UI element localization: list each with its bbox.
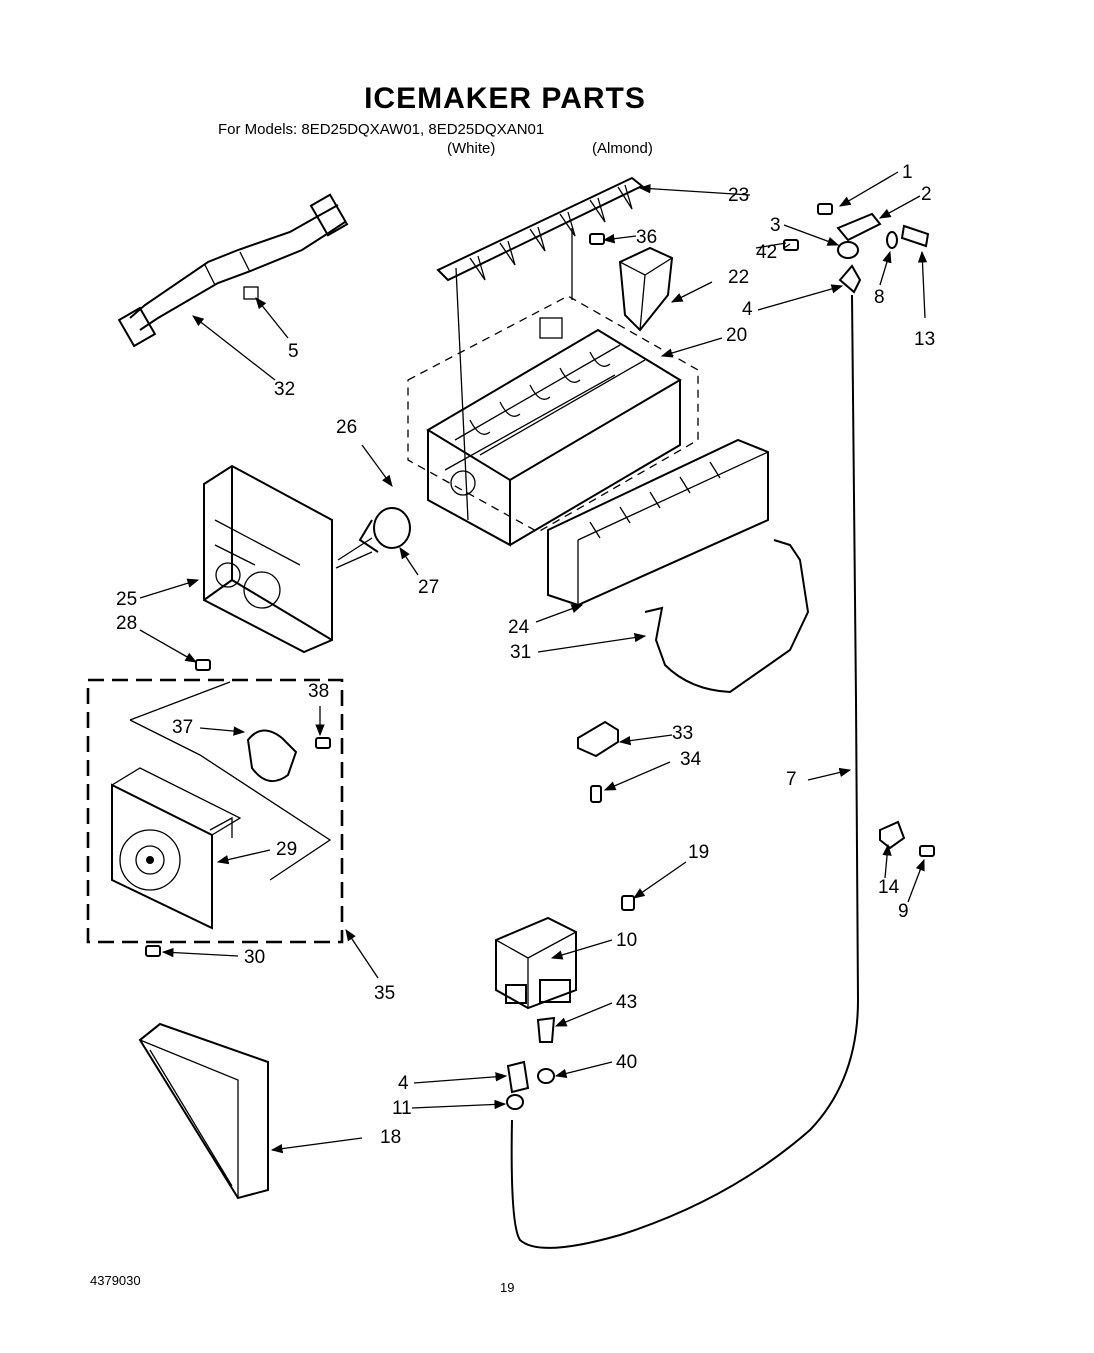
callout-37: 37	[172, 717, 194, 738]
screws	[145, 203, 935, 957]
leader-lines	[139, 171, 928, 1154]
document-number: 4379030	[90, 1273, 141, 1288]
bracket-part	[577, 720, 619, 758]
callout-42: 42	[756, 242, 778, 263]
ice-stripper-part	[547, 438, 769, 607]
motor-part	[337, 507, 411, 561]
ice-mold-part	[426, 317, 682, 547]
ice-bin-part	[138, 1022, 269, 1200]
callout-31: 31	[510, 642, 532, 663]
callout-27: 27	[418, 577, 440, 598]
callout-5: 5	[288, 341, 299, 362]
callout-7: 7	[786, 769, 797, 790]
callout-10: 10	[616, 930, 638, 951]
callout-34: 34	[680, 749, 702, 770]
callout-38: 38	[308, 681, 330, 702]
shutoff-arm-part	[644, 539, 810, 694]
ejector-blade-part	[436, 176, 644, 282]
clamp-part	[879, 820, 906, 850]
page-number: 19	[500, 1280, 515, 1295]
page-title: ICEMAKER PARTS	[364, 82, 646, 115]
callout-22: 22	[728, 267, 750, 288]
callout-40: 40	[616, 1052, 638, 1073]
fill-cup-part	[618, 246, 674, 332]
callout-28: 28	[116, 613, 138, 634]
callout-36: 36	[636, 227, 658, 248]
wire-harness-part	[117, 193, 349, 348]
callout-25: 25	[116, 589, 138, 610]
callout-35: 35	[374, 983, 396, 1004]
callout-14: 14	[878, 877, 900, 898]
callout-29: 29	[276, 839, 298, 860]
water-valve-part	[495, 916, 577, 1010]
callout-26: 26	[336, 417, 358, 438]
callout-11: 11	[392, 1098, 412, 1119]
callout-24: 24	[508, 617, 530, 638]
module-kit-box	[86, 678, 344, 944]
callout-18: 18	[380, 1127, 402, 1148]
callout-13: 13	[914, 329, 936, 350]
callout-3: 3	[770, 215, 781, 236]
callout-43: 43	[616, 992, 638, 1013]
fill-tube-fittings	[836, 212, 930, 294]
control-housing-part	[203, 464, 333, 654]
mold-outline	[407, 295, 699, 533]
variant-white: (White)	[447, 140, 496, 157]
callout-4-upper: 4	[742, 299, 753, 320]
callout-8: 8	[874, 287, 885, 308]
water-tube-part	[510, 294, 860, 1249]
gear-motor-part	[129, 681, 332, 881]
callout-9: 9	[898, 901, 909, 922]
control-module-part	[111, 767, 242, 930]
callout-19: 19	[688, 842, 710, 863]
callout-30: 30	[244, 947, 266, 968]
callout-1: 1	[902, 162, 913, 183]
variant-almond: (Almond)	[592, 140, 653, 157]
callout-2: 2	[921, 184, 932, 205]
callout-20: 20	[726, 325, 748, 346]
callout-33: 33	[672, 723, 694, 744]
models-line: For Models: 8ED25DQXAW01, 8ED25DQXAN01	[218, 121, 545, 138]
callout-23: 23	[728, 185, 750, 206]
callout-32: 32	[274, 379, 296, 400]
valve-fittings	[506, 1016, 556, 1110]
callout-4-lower: 4	[398, 1073, 409, 1094]
